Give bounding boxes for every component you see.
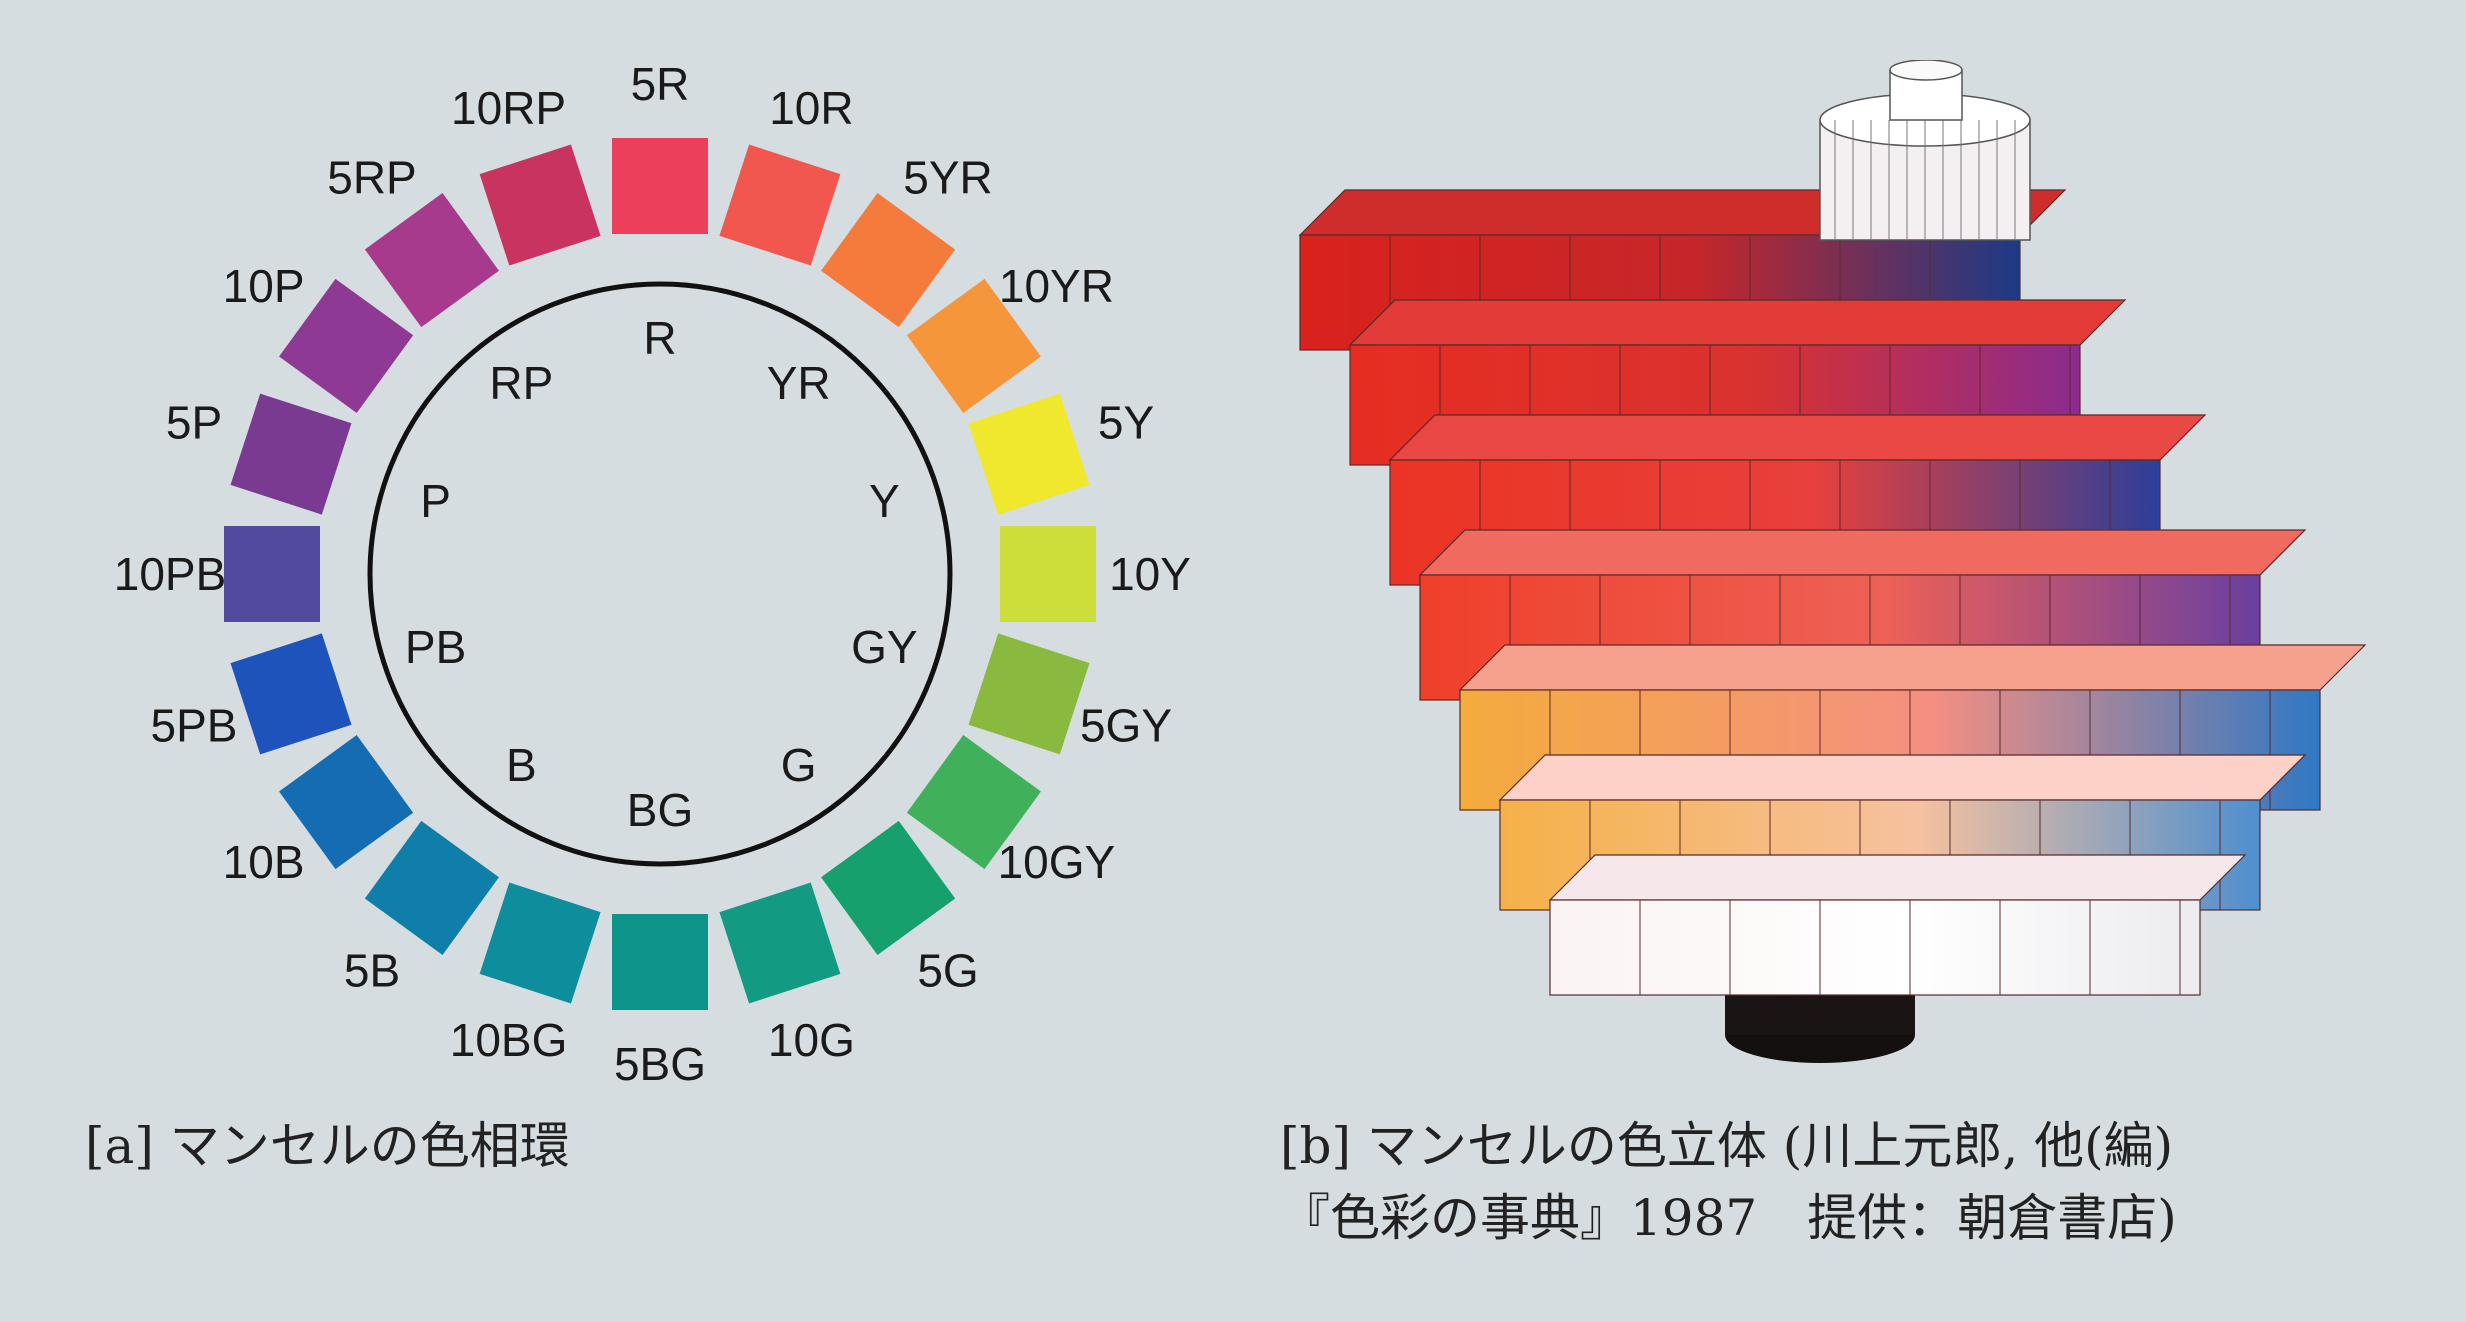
hue-swatch-10b xyxy=(279,735,414,870)
inner-hue-label-pb: PB xyxy=(405,621,466,673)
hue-label-10p: 10P xyxy=(223,260,305,312)
hue-label-10gy: 10GY xyxy=(998,836,1116,888)
hue-swatch-5pb xyxy=(230,633,352,755)
hue-label-5r: 5R xyxy=(631,58,690,110)
inner-hue-label-b: B xyxy=(506,739,537,791)
inner-hue-label-p: P xyxy=(420,475,451,527)
hue-label-5y: 5Y xyxy=(1098,397,1154,449)
hue-label-10y: 10Y xyxy=(1109,548,1191,600)
hue-swatch-5b xyxy=(364,820,499,955)
hue-swatch-5y xyxy=(968,393,1090,515)
caption-a: [a] マンセルの色相環 xyxy=(85,1117,570,1175)
munsell-color-solid xyxy=(1298,60,2367,1063)
solid-tier-top-0 xyxy=(1548,854,2247,901)
caption-b-line2: 『色彩の事典』1987 提供：朝倉書店) xyxy=(1280,1189,2177,1247)
hue-swatch-10yr xyxy=(906,278,1041,413)
hue-label-10rp: 10RP xyxy=(451,82,566,134)
hue-label-5p: 5P xyxy=(166,397,222,449)
solid-tier-top-5 xyxy=(1348,299,2127,346)
hue-label-5g: 5G xyxy=(917,944,978,996)
hue-swatch-5g xyxy=(821,820,956,955)
hue-swatch-5r xyxy=(612,138,708,234)
hue-swatch-10p xyxy=(279,278,414,413)
hue-label-10pb: 10PB xyxy=(114,548,227,600)
solid-cap-top xyxy=(1889,60,1963,81)
hue-swatch-5yr xyxy=(821,193,956,328)
hue-label-10r: 10R xyxy=(769,82,853,134)
solid-tier-top-3 xyxy=(1418,529,2307,576)
hue-label-10bg: 10BG xyxy=(450,1014,568,1066)
solid-tier-side-0 xyxy=(1549,899,2201,996)
inner-hue-label-yr: YR xyxy=(767,357,831,409)
hue-swatch-5rp xyxy=(364,193,499,328)
inner-hue-label-rp: RP xyxy=(489,357,553,409)
hue-swatch-5p xyxy=(230,393,352,515)
hue-swatch-10pb xyxy=(224,526,320,622)
inner-hue-label-g: G xyxy=(781,739,817,791)
solid-tier-top-1 xyxy=(1498,754,2307,801)
solid-tier-top-4 xyxy=(1388,414,2207,461)
hue-label-5rp: 5RP xyxy=(327,152,416,204)
hue-label-5yr: 5YR xyxy=(903,152,992,204)
hue-label-5gy: 5GY xyxy=(1080,699,1172,751)
hue-swatch-10y xyxy=(1000,526,1096,622)
hue-label-10g: 10G xyxy=(768,1014,855,1066)
inner-hue-label-gy: GY xyxy=(851,621,917,673)
inner-hue-label-r: R xyxy=(643,312,676,364)
hue-label-10yr: 10YR xyxy=(999,260,1114,312)
solid-tier-top-2 xyxy=(1458,644,2367,691)
hue-label-5pb: 5PB xyxy=(151,699,238,751)
solid-base-side xyxy=(1725,990,1915,1035)
inner-hue-label-y: Y xyxy=(869,475,900,527)
inner-hue-label-bg: BG xyxy=(627,784,693,836)
hue-label-5bg: 5BG xyxy=(614,1038,706,1090)
caption-b-line1: [b] マンセルの色立体 (川上元郎, 他(編) xyxy=(1280,1117,2174,1175)
hue-swatch-10gy xyxy=(906,735,1041,870)
hue-swatch-5gy xyxy=(968,633,1090,755)
hue-label-10b: 10B xyxy=(223,836,305,888)
hue-swatch-10rp xyxy=(479,144,601,266)
hue-label-5b: 5B xyxy=(344,944,400,996)
hue-swatch-5bg xyxy=(612,914,708,1010)
hue-ring xyxy=(367,281,953,867)
hue-swatch-10g xyxy=(719,882,841,1004)
hue-swatch-10r xyxy=(719,144,841,266)
hue-swatch-10bg xyxy=(479,882,601,1004)
